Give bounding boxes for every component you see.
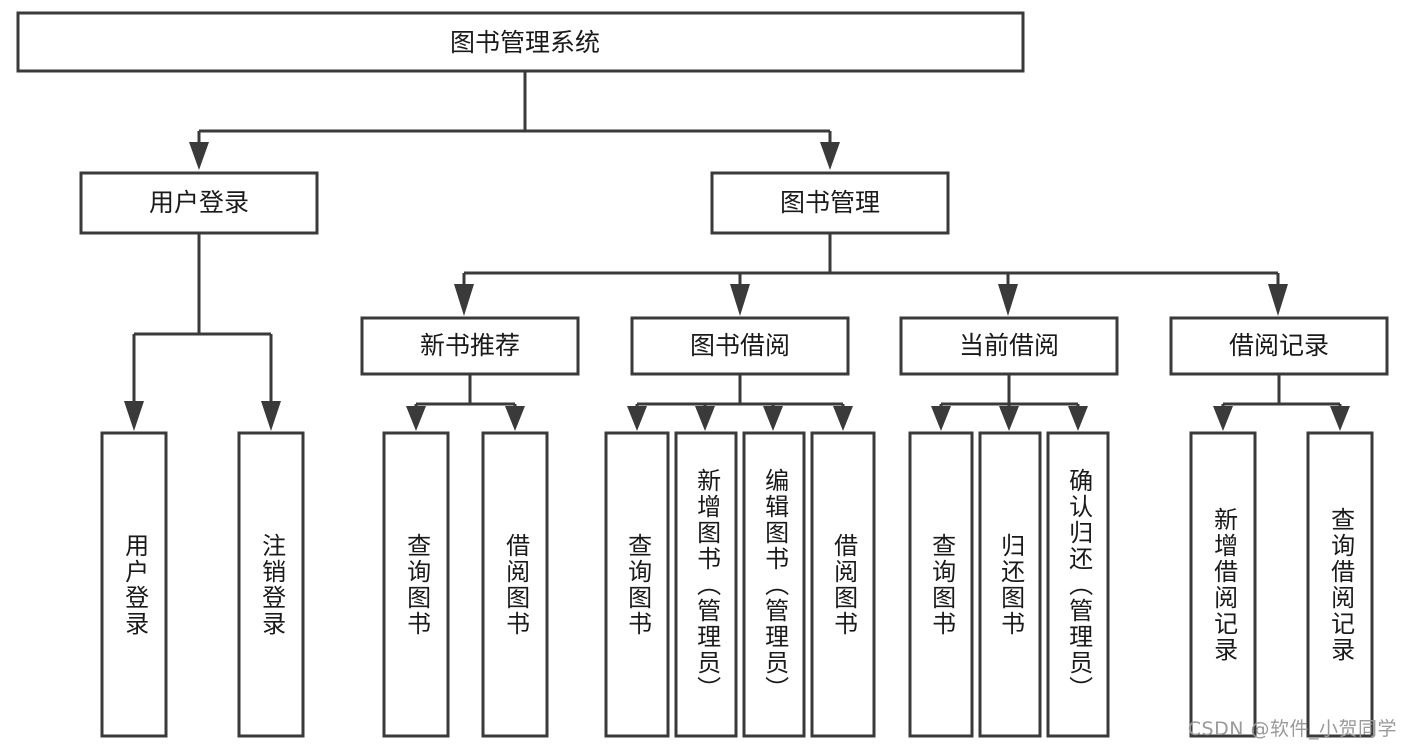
connector-group-user-login — [124, 233, 281, 431]
node-new-book-rec-label: 新书推荐 — [420, 331, 520, 360]
arrow-head-leaf-user-login — [124, 401, 144, 431]
arrow-head-borrow-record — [1268, 284, 1288, 316]
arrow-head-leaf-query-book-1 — [406, 406, 426, 431]
node-book-manage[interactable]: 图书管理 — [710, 171, 950, 235]
node-book-manage-label: 图书管理 — [780, 188, 880, 217]
arrow-head-user-login — [189, 142, 209, 170]
node-leaf-return-book-box[interactable] — [978, 431, 1042, 738]
node-root[interactable]: 图书管理系统 — [16, 11, 1025, 73]
arrow-head-leaf-confirm-return — [1068, 406, 1088, 431]
node-book-manage-box[interactable] — [710, 171, 950, 235]
node-user-login-box[interactable] — [79, 171, 319, 235]
node-leaf-confirm-return-box[interactable] — [1046, 431, 1110, 738]
arrow-head-book-manage — [820, 142, 840, 170]
node-leaf-query-book-2-box[interactable] — [604, 431, 670, 738]
node-leaf-add-book-box[interactable] — [674, 431, 738, 738]
node-leaf-query-book-3-box[interactable] — [908, 431, 974, 738]
connector-group-borrow-record — [1213, 374, 1350, 431]
arrow-head-leaf-edit-book — [763, 406, 783, 431]
node-leaf-user-login-box[interactable] — [100, 431, 168, 738]
arrow-head-leaf-query-book-3 — [931, 406, 951, 431]
arrow-head-leaf-add-record — [1213, 406, 1233, 431]
arrow-head-leaf-user-logout — [261, 401, 281, 431]
node-leaf-borrow-book-1-box[interactable] — [481, 431, 549, 738]
node-new-book-rec-box[interactable] — [360, 316, 580, 376]
arrow-head-leaf-borrow-book-2 — [833, 406, 853, 431]
arrow-head-leaf-borrow-book-1 — [505, 406, 525, 431]
node-borrow-record[interactable]: 借阅记录 — [1169, 316, 1389, 376]
node-leaf-add-record-box[interactable] — [1189, 431, 1257, 738]
node-leaf-query-record-box[interactable] — [1306, 431, 1374, 738]
node-book-borrow-box[interactable] — [630, 316, 850, 376]
node-leaf-borrow-book-2-box[interactable] — [810, 431, 876, 738]
node-root-box[interactable] — [16, 11, 1025, 73]
arrow-head-current-borrow — [998, 284, 1018, 316]
node-book-borrow[interactable]: 图书借阅 — [630, 316, 850, 376]
node-current-borrow-label: 当前借阅 — [959, 331, 1059, 360]
connector-group-current-borrow — [931, 374, 1088, 431]
connector-group-book-borrow — [627, 374, 853, 431]
node-current-borrow-box[interactable] — [899, 316, 1119, 376]
node-current-borrow[interactable]: 当前借阅 — [899, 316, 1119, 376]
arrow-head-leaf-add-book — [695, 406, 715, 431]
connector-group-root — [189, 71, 840, 170]
arrow-head-leaf-query-book-2 — [627, 406, 647, 431]
node-new-book-rec[interactable]: 新书推荐 — [360, 316, 580, 376]
node-user-login[interactable]: 用户登录 — [79, 171, 319, 235]
node-user-login-label: 用户登录 — [149, 188, 249, 217]
node-book-borrow-label: 图书借阅 — [690, 331, 790, 360]
connector-group-book-manage — [454, 233, 1288, 316]
node-leaf-edit-book-box[interactable] — [742, 431, 806, 738]
csdn-watermark: CSDN @软件_小贺同学 — [1187, 718, 1397, 740]
node-root-label: 图书管理系统 — [450, 28, 600, 57]
arrow-head-leaf-query-record — [1330, 406, 1350, 431]
connector-group-new-book-rec — [406, 374, 525, 431]
node-leaf-user-logout-box[interactable] — [237, 431, 305, 738]
node-borrow-record-label: 借阅记录 — [1229, 331, 1329, 360]
arrow-head-leaf-return-book — [999, 406, 1019, 431]
node-borrow-record-box[interactable] — [1169, 316, 1389, 376]
arrow-head-book-borrow — [730, 284, 750, 316]
arrow-head-new-book-rec — [454, 284, 474, 316]
node-leaf-query-book-1-box[interactable] — [382, 431, 450, 738]
